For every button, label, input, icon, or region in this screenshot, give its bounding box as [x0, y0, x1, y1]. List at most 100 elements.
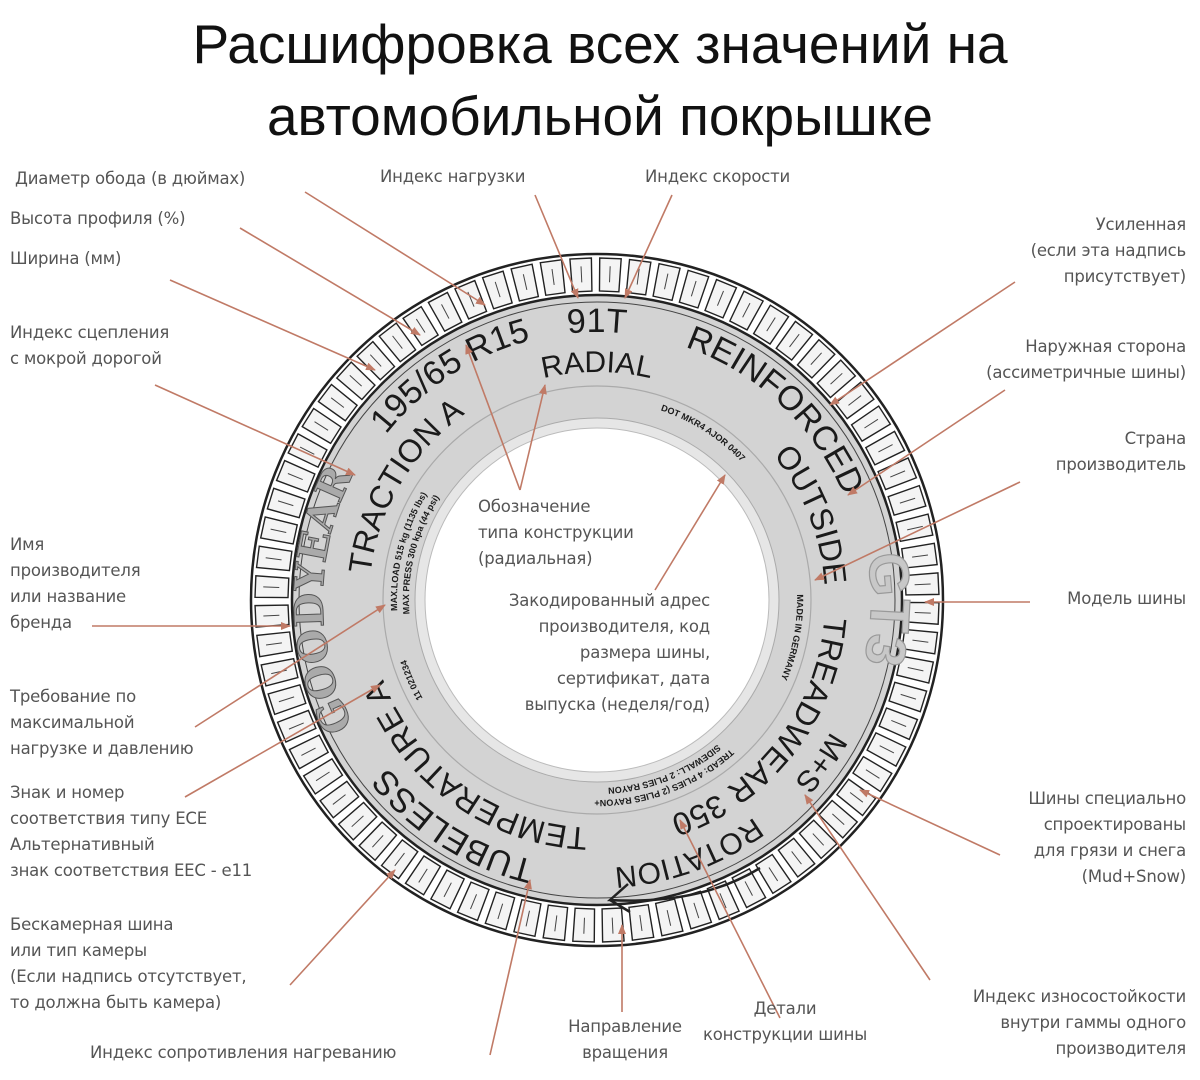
sidewall-inner-line: [382, 385, 812, 815]
tread-sipe: [664, 273, 669, 290]
tread-sipe: [719, 893, 727, 909]
tread-sipe: [525, 910, 530, 927]
tread-sipe: [611, 917, 614, 934]
tread-block: [254, 604, 290, 628]
tread-block: [572, 907, 596, 943]
label-load-index: Индекс нагрузки: [380, 167, 526, 186]
label-dot: Закодированный адрес производителя, код …: [508, 591, 710, 714]
label-tubeless: Бескамерная шина или тип камеры (Если на…: [10, 915, 247, 1012]
tread-sipe: [314, 421, 329, 431]
label-brand: Имя производителя или название бренда: [10, 535, 141, 632]
leader-mud-snow: [859, 789, 1001, 856]
tread-sipe: [890, 470, 906, 478]
leader-lines: [92, 191, 1030, 1056]
leader-radial-a: [465, 344, 521, 491]
tread-block: [569, 257, 593, 293]
label-ece: Знак и номер соответствия типу ECE Альте…: [10, 783, 253, 880]
tire-model-text: GT3: [852, 550, 922, 672]
leader-width: [169, 279, 376, 371]
tread-sipe: [278, 696, 295, 703]
tread-sipe: [639, 915, 643, 932]
tread-block: [625, 258, 652, 296]
label-width: Ширина (мм): [10, 249, 122, 268]
leader-reinforced: [829, 281, 1016, 406]
tread-sipe: [766, 317, 776, 332]
tread-sipe: [636, 268, 640, 285]
tread-sipe: [265, 642, 282, 646]
tread-sipe: [900, 693, 917, 700]
tread-sipe: [864, 418, 879, 429]
tread-block: [254, 575, 290, 599]
tread-sipe: [812, 833, 825, 846]
leader-outside: [847, 389, 1006, 496]
leader-load-index: [534, 194, 579, 299]
tread-sipe: [392, 335, 403, 349]
page-title: Расшифровка всех значений на автомобильн…: [192, 13, 1008, 147]
label-radial: Обозначение типа конструкции (радиальная…: [478, 497, 634, 568]
label-max-load: Требование по максимальной нагрузке и да…: [10, 687, 194, 758]
tread-sipe: [583, 917, 585, 934]
tread-sipe: [551, 268, 555, 285]
leader-rim-diameter: [304, 191, 486, 306]
leader-construction: [679, 819, 781, 1019]
tread-sipe: [690, 280, 697, 297]
tire-load-speed-text: 91T: [566, 302, 629, 341]
tread-sipe: [666, 910, 672, 926]
tread-sipe: [299, 446, 315, 455]
tread-sipe: [830, 372, 843, 385]
label-treadwear: Индекс износостойкости внутри гаммы одно…: [972, 987, 1186, 1058]
tread-sipe: [891, 719, 907, 727]
tread-sipe: [271, 669, 287, 675]
tread-sipe: [878, 444, 893, 453]
tread-sipe: [263, 614, 280, 617]
tread-sipe: [899, 497, 916, 504]
tread-sipe: [879, 745, 895, 754]
tread-sipe: [914, 583, 931, 586]
leader-treadwear: [804, 794, 931, 981]
tread-sipe: [265, 557, 282, 561]
tire-radial-text: RADIAL: [538, 346, 656, 385]
leader-dot: [654, 474, 726, 591]
tire-center-hole: [424, 427, 770, 773]
label-country: Страна производитель: [1055, 429, 1186, 474]
tread-sipe: [849, 792, 864, 803]
label-outside: Наружная сторона (ассиметричные шины): [986, 337, 1186, 382]
tread-sipe: [330, 397, 345, 408]
label-rim-diameter: Диаметр обода (в дюймах): [15, 169, 246, 188]
tread-sipe: [554, 915, 558, 932]
tread-sipe: [443, 882, 452, 898]
rotation-arrow-icon: [606, 866, 761, 914]
tread-sipe: [394, 852, 405, 867]
leader-temperature: [489, 879, 532, 1056]
label-reinforced: Усиленная (если эта надпись присутствует…: [1030, 215, 1187, 286]
tread-sipe: [907, 525, 923, 531]
label-mud-snow: Шины специально спроектированы для грязи…: [1028, 789, 1186, 886]
tread-sipe: [832, 813, 845, 825]
tread-sipe: [470, 894, 478, 910]
tread-block: [601, 907, 625, 943]
tread-sipe: [288, 722, 304, 730]
tread-sipe: [810, 352, 822, 365]
tread-sipe: [716, 290, 724, 306]
tread-sipe: [418, 868, 428, 883]
tread-sipe: [263, 586, 280, 588]
tread-block: [255, 545, 293, 572]
tread-sipe: [580, 266, 583, 283]
leader-radial-b: [519, 384, 547, 491]
label-temperature: Индекс сопротивления нагреванию: [90, 1043, 397, 1062]
label-profile-height: Высота профиля (%): [10, 209, 186, 228]
tread-sipe: [742, 302, 751, 318]
tread-sipe: [369, 354, 382, 367]
tread-sipe: [349, 375, 362, 387]
tread-sipe: [693, 902, 700, 919]
leader-wet-traction: [154, 384, 356, 476]
leader-tubeless: [289, 869, 396, 986]
leader-max-load: [194, 604, 386, 728]
label-model: Модель шины: [1067, 589, 1186, 608]
tread-sipe: [351, 815, 364, 828]
tread-sipe: [287, 473, 303, 481]
tread-sipe: [865, 769, 880, 779]
tread-sipe: [277, 500, 294, 507]
tread-sipe: [912, 554, 929, 558]
